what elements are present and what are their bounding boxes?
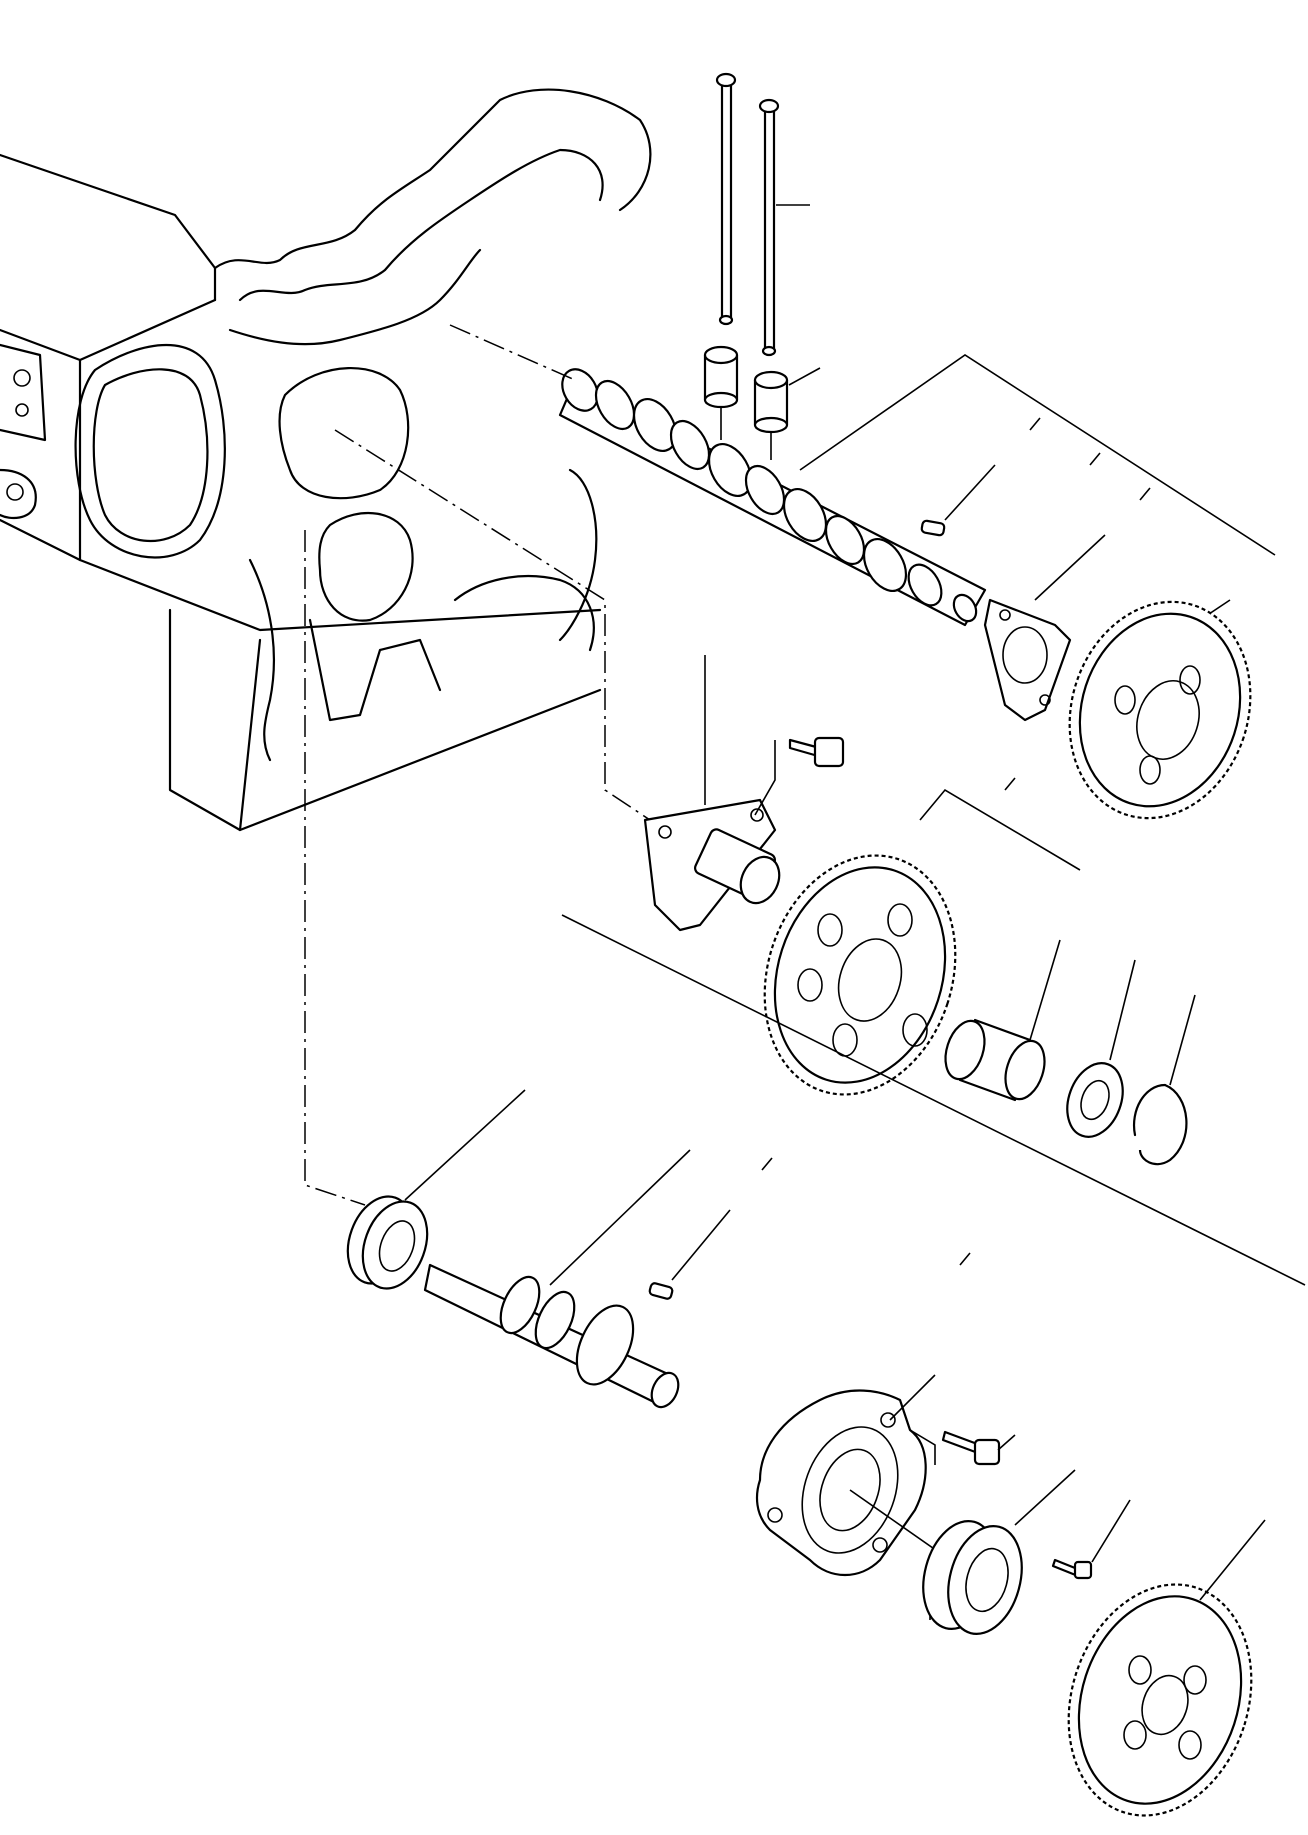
washer-leader — [1110, 960, 1135, 1060]
bracket-tick — [1005, 778, 1015, 790]
bearing-icon — [912, 1513, 1033, 1642]
screw-leader — [1092, 1500, 1130, 1562]
balancer-axis-line — [305, 530, 365, 1205]
balancer-group-bracket — [562, 915, 1305, 1285]
push-rod-icon — [717, 74, 778, 355]
bracket-tick — [762, 1158, 970, 1265]
bracket-tick — [1030, 418, 1040, 430]
washer-icon — [1058, 1055, 1133, 1144]
bracket-tick — [1140, 488, 1150, 500]
key-icon — [649, 1282, 673, 1299]
tappet-leader — [789, 368, 820, 385]
drive-gear-leader — [1200, 1520, 1265, 1600]
idler-gear-bracket — [920, 790, 1080, 870]
bracket-tick — [1090, 453, 1100, 465]
housing-icon — [757, 1391, 926, 1575]
shaft-leader — [550, 1150, 690, 1285]
engine-block-icon — [0, 90, 650, 830]
camshaft-group-bracket — [800, 355, 1275, 555]
bolt-leader — [755, 740, 775, 815]
tappet-icon — [705, 347, 787, 432]
snap-ring-icon — [1134, 1085, 1186, 1164]
bolt-leader — [998, 1435, 1015, 1450]
bushing-icon — [939, 1016, 1052, 1104]
gear-icon — [1040, 1561, 1280, 1835]
gear-icon — [735, 831, 985, 1120]
shaft-icon — [645, 800, 786, 930]
plate-leader — [1035, 535, 1105, 600]
rear-bearing-leader — [1015, 1470, 1075, 1525]
screw-icon — [1053, 1560, 1091, 1578]
camshaft-axis-line — [450, 325, 575, 380]
bearing-leader — [405, 1090, 525, 1200]
bolt-icon — [943, 1432, 999, 1464]
snap-ring-leader — [1170, 995, 1195, 1085]
housing-leader — [890, 1375, 935, 1420]
idler-axis-line — [335, 430, 650, 820]
camshaft-icon — [555, 363, 985, 625]
bushing-leader — [1030, 940, 1060, 1040]
shaft-icon — [425, 1265, 683, 1411]
key-icon — [921, 520, 945, 536]
key-leader — [672, 1210, 730, 1280]
key-leader — [945, 465, 995, 520]
gear-icon — [1042, 578, 1277, 842]
thrust-plate-icon — [985, 600, 1070, 720]
bearing-icon — [336, 1187, 438, 1297]
bolt-icon — [790, 738, 843, 766]
tappet-axis — [721, 408, 771, 460]
